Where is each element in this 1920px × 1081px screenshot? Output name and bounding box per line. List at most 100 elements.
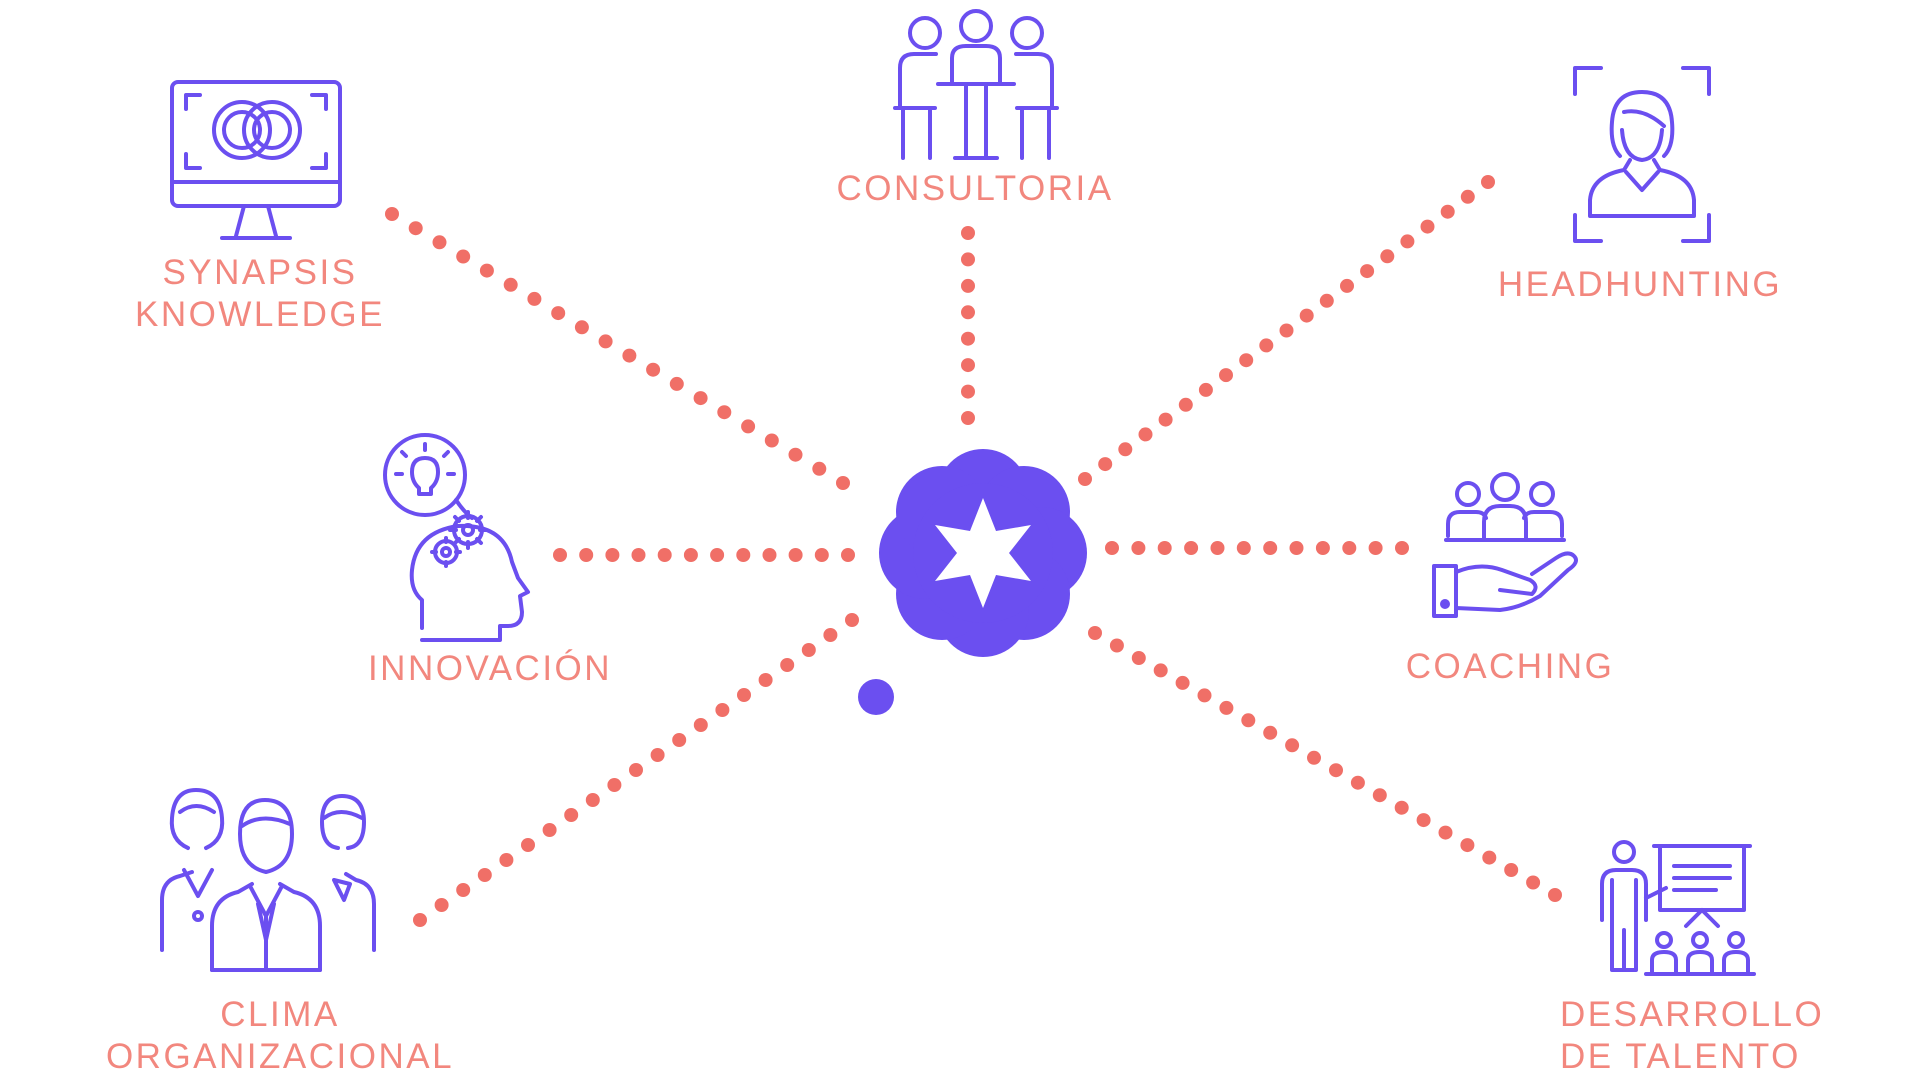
connector-dot	[1259, 338, 1274, 353]
connector-dot	[1098, 457, 1113, 472]
connector-dot	[836, 476, 850, 490]
label-line: DE TALENTO	[1560, 1037, 1801, 1076]
connector-dot	[1105, 541, 1119, 555]
connector-dot	[669, 376, 684, 391]
connector-dot	[764, 433, 779, 448]
connector-dot	[1329, 763, 1343, 778]
connector-dot	[585, 793, 600, 807]
connector-dot	[1438, 825, 1453, 840]
label-line: COACHING	[1405, 647, 1615, 686]
connector-dot	[1131, 651, 1146, 665]
label-line: ORGANIZACIONAL	[105, 1037, 455, 1076]
connector-dot	[1440, 204, 1455, 219]
label-line: SYNAPSIS	[162, 253, 358, 292]
connector-dot	[683, 548, 698, 562]
connector-dot	[542, 823, 557, 837]
connector-dot	[579, 548, 594, 562]
label-line: HEADHUNTING	[1497, 265, 1783, 304]
connector-dot	[479, 263, 494, 278]
connector-dot	[780, 658, 795, 672]
connector-dot	[607, 778, 622, 792]
label-line: CONSULTORIA	[836, 169, 1114, 208]
monitor-rings-icon	[170, 80, 342, 240]
connector-dot	[622, 348, 637, 363]
connector-dot	[1299, 308, 1314, 323]
connector-dot	[1315, 541, 1330, 555]
connector-dot	[1420, 219, 1435, 234]
connector-dot	[1395, 541, 1409, 555]
label-coaching: COACHING	[1390, 646, 1630, 688]
connector-dot	[1263, 541, 1278, 555]
connector-dot	[1460, 189, 1475, 204]
connector-dot	[408, 221, 423, 236]
team-meeting-icon	[893, 9, 1059, 160]
connector-dot	[432, 235, 447, 250]
connector-dot	[1078, 472, 1092, 486]
flower-star-logo-icon	[879, 449, 1087, 657]
connector-dot	[503, 277, 518, 292]
connector-dot	[758, 673, 773, 687]
connector-dot	[631, 548, 646, 562]
connector-dot	[551, 306, 566, 321]
connector-dot	[657, 548, 672, 562]
connector-dot	[413, 913, 427, 927]
connector-dot	[788, 548, 803, 562]
connector-dot	[1241, 713, 1256, 728]
connector-dot	[521, 838, 535, 852]
connector-dot	[1289, 541, 1304, 555]
connector-dot	[961, 305, 975, 320]
connector-dot	[1109, 638, 1124, 653]
connector-dot	[961, 358, 975, 373]
connector-dot	[1198, 382, 1213, 397]
connector-dot	[961, 252, 975, 267]
label-innovacion: INNOVACIÓN	[350, 648, 630, 690]
connector-dot	[1350, 775, 1365, 790]
label-line: INNOVACIÓN	[367, 649, 613, 688]
connector-dot	[814, 548, 829, 562]
connector-dot	[456, 249, 471, 264]
connector-dot	[762, 548, 777, 562]
connector-dot	[961, 331, 975, 346]
connector-dot	[693, 718, 708, 732]
connector-dot	[1360, 264, 1375, 279]
connector-dot	[650, 748, 665, 762]
connector-dot	[1380, 249, 1395, 264]
connector-dot	[1548, 888, 1562, 902]
connector-dot	[1131, 541, 1146, 555]
connector-dot	[385, 207, 399, 221]
connector-dot	[961, 411, 975, 425]
connector-dot	[1118, 442, 1133, 457]
connector-dot	[1319, 293, 1334, 308]
connector-dot	[741, 419, 756, 434]
connector-dot	[1210, 541, 1225, 555]
connector-dot	[527, 291, 542, 306]
connector-dot	[1184, 541, 1199, 555]
connector-dot	[672, 733, 687, 747]
connector-dot	[1158, 412, 1173, 427]
connector-dot	[801, 643, 816, 657]
connector-dot	[629, 763, 643, 777]
label-clima-organizacional: CLIMA ORGANIZACIONAL	[90, 994, 470, 1078]
connector-dot	[845, 613, 859, 627]
connector-dot	[1460, 838, 1475, 853]
connector-dot	[574, 320, 589, 335]
connector-dot	[1263, 725, 1278, 740]
connector-dot	[1219, 700, 1234, 715]
label-headhunting: HEADHUNTING	[1480, 264, 1800, 306]
connector-dot	[456, 883, 471, 897]
connector-dot	[1088, 626, 1102, 640]
connector-dot	[434, 898, 449, 912]
connector-dot	[1285, 738, 1300, 753]
head-gears-lightbulb-icon	[383, 433, 530, 642]
connector-dot	[1219, 368, 1233, 383]
connector-dot	[961, 226, 975, 240]
person-focus-frame-icon	[1573, 66, 1711, 243]
label-line: CLIMA	[220, 995, 340, 1034]
connector-dot	[693, 391, 708, 406]
label-line: KNOWLEDGE	[134, 295, 386, 334]
connector-dot	[1526, 875, 1541, 890]
connector-dot	[553, 548, 567, 562]
connector-dot	[1239, 353, 1254, 368]
connector-dot	[1482, 850, 1497, 865]
connector-dot	[598, 334, 613, 349]
